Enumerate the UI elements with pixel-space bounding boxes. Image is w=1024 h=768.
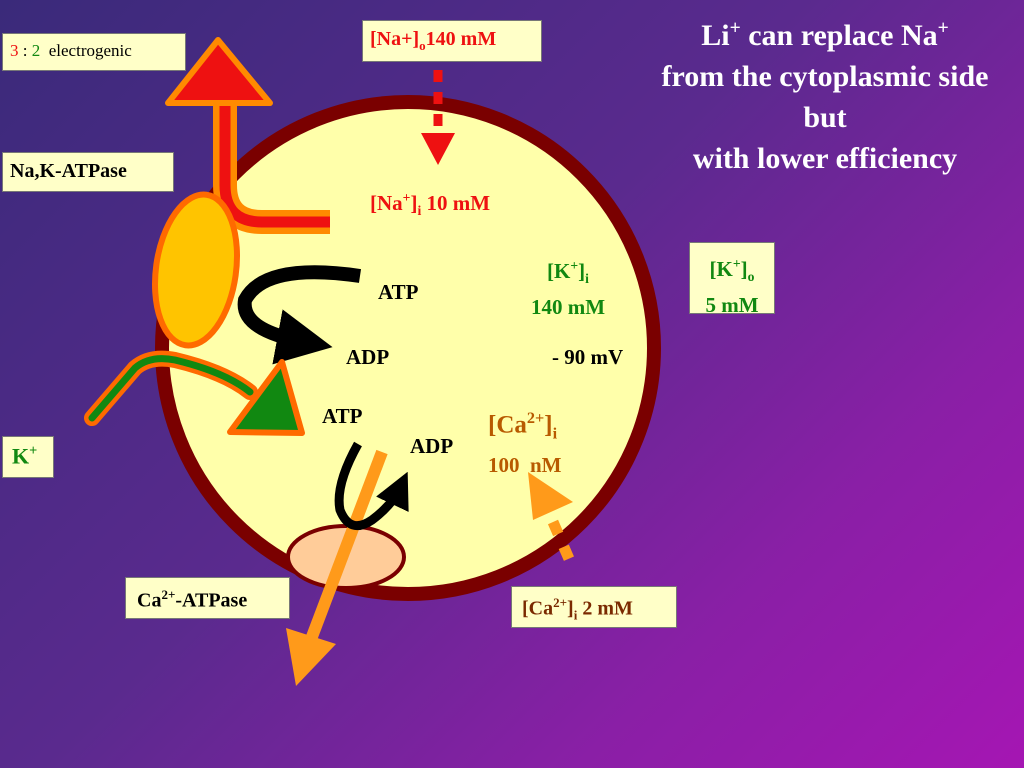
k-outside-box: [K+]o 5 mM [689,242,775,317]
slide-title: Li+ can replace Na+ from the cytoplasmic… [661,18,989,175]
adp-label-1: ADP [346,345,390,369]
atp-label-2: ATP [322,404,363,428]
k-ion-label: K+ [2,436,54,478]
nak-pump [152,191,240,349]
atp-label-1: ATP [378,280,419,304]
nak-atpase-label: Na,K-ATPase [2,152,174,192]
ca-influx-dashed-arrow [528,472,579,571]
ca-efflux-arrow [286,449,388,686]
ca-inside-label: [Ca2+]i 100 nM [488,409,562,478]
stoichiometry-box: 3 : 2 electrogenic [2,33,186,71]
adp-label-2: ADP [410,434,454,458]
atp-hydrolysis-arrow-2 [334,441,409,531]
k-influx-arrow [84,350,305,436]
ca-outside-box: [Ca2+]i 2 mM [511,586,677,628]
na-outside-box: [Na+]o140 mM [362,20,542,62]
atp-hydrolysis-arrow-1 [237,265,362,365]
membrane-potential-label: - 90 mV [552,345,624,369]
k-inside-label: [K+]i 140 mM [530,258,606,320]
na-influx-dashed-arrow [421,70,455,165]
na-inside-label: [Na+]i 10 mM [370,190,491,219]
ca-atpase-label: Ca2+-ATPase [125,577,290,619]
na-efflux-arrow [165,37,330,234]
